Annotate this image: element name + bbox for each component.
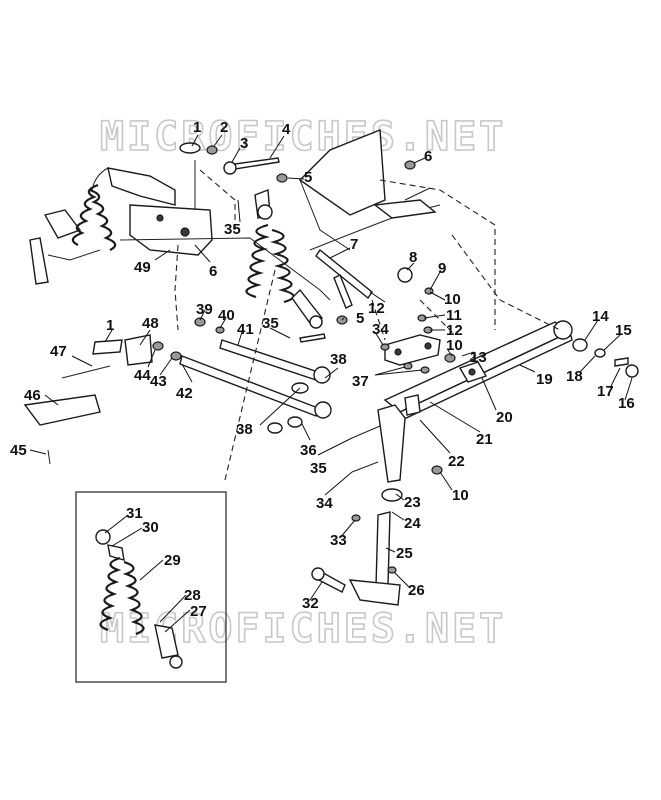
callout-10-lower: 10 bbox=[452, 487, 469, 504]
callout-42: 42 bbox=[176, 385, 193, 402]
callout-45: 45 bbox=[10, 442, 27, 459]
bracket-48 bbox=[124, 334, 153, 366]
callout-34-upper: 34 bbox=[372, 321, 389, 338]
callout-16: 16 bbox=[618, 395, 635, 412]
callout-30: 30 bbox=[142, 519, 159, 536]
callout-48: 48 bbox=[142, 315, 159, 332]
callout-39: 39 bbox=[196, 301, 213, 318]
callout-35-lower: 35 bbox=[310, 460, 327, 477]
spindle-assembly bbox=[311, 394, 421, 606]
callout-11: 11 bbox=[446, 307, 462, 324]
callout-9: 9 bbox=[438, 260, 446, 277]
callout-6: 6 bbox=[424, 148, 432, 165]
callout-49: 49 bbox=[134, 259, 151, 276]
callout-32: 32 bbox=[302, 595, 319, 612]
callout-1: 1 bbox=[193, 119, 201, 136]
callout-7: 7 bbox=[350, 236, 358, 253]
callout-37: 37 bbox=[352, 373, 369, 390]
callout-15: 15 bbox=[615, 322, 632, 339]
callout-21: 21 bbox=[476, 431, 493, 448]
callout-8: 8 bbox=[409, 249, 417, 266]
callout-2: 2 bbox=[220, 119, 228, 136]
guide-lines bbox=[174, 169, 561, 481]
callout-24: 24 bbox=[404, 515, 421, 532]
callout-14: 14 bbox=[592, 308, 609, 325]
skid-plate bbox=[23, 394, 101, 426]
callout-38-upper: 38 bbox=[330, 351, 347, 368]
callout-10-upper: 10 bbox=[444, 291, 461, 308]
callout-12-right: 12 bbox=[446, 322, 463, 339]
callout-5: 5 bbox=[304, 169, 312, 186]
callout-labels: 1 2 3 4 5 6 35 49 6 7 8 9 12 10 11 12 10… bbox=[10, 119, 635, 620]
callout-47: 47 bbox=[50, 343, 67, 360]
callout-3: 3 bbox=[240, 135, 248, 152]
callout-31: 31 bbox=[126, 505, 143, 522]
watermark-top: MICROFICHES.NET bbox=[100, 114, 506, 160]
left-shock-absorber bbox=[71, 183, 117, 251]
callout-10-mid: 10 bbox=[446, 337, 463, 354]
callout-25: 25 bbox=[396, 545, 413, 562]
callout-43: 43 bbox=[150, 373, 167, 390]
callout-17: 17 bbox=[597, 383, 614, 400]
callout-23: 23 bbox=[404, 494, 421, 511]
callout-28: 28 bbox=[184, 587, 201, 604]
callout-27: 27 bbox=[190, 603, 207, 620]
callout-44: 44 bbox=[134, 367, 151, 384]
callout-35-mid: 35 bbox=[262, 315, 279, 332]
callout-46: 46 bbox=[24, 387, 41, 404]
bulkhead-bracket bbox=[129, 204, 213, 256]
callout-36: 36 bbox=[300, 442, 317, 459]
callout-6-lower: 6 bbox=[209, 263, 217, 280]
callout-19: 19 bbox=[536, 371, 553, 388]
inset-shock-absorber bbox=[95, 529, 183, 669]
hardware bbox=[47, 142, 639, 574]
callout-5-mid: 5 bbox=[356, 310, 364, 327]
callout-38-lower: 38 bbox=[236, 421, 253, 438]
callout-26: 26 bbox=[408, 582, 425, 599]
radius-rods bbox=[179, 339, 332, 419]
callout-18: 18 bbox=[566, 368, 583, 385]
callout-35: 35 bbox=[224, 221, 241, 238]
center-shock-absorber bbox=[245, 189, 323, 329]
callout-12-left: 12 bbox=[368, 300, 385, 317]
inset-shock-detail-box bbox=[75, 491, 227, 683]
callout-33: 33 bbox=[330, 532, 347, 549]
callout-40: 40 bbox=[218, 307, 235, 324]
leader-lines bbox=[29, 134, 633, 633]
callout-22: 22 bbox=[448, 453, 465, 470]
chassis-frame bbox=[29, 128, 441, 329]
callout-41: 41 bbox=[237, 321, 254, 338]
callout-1-lower: 1 bbox=[106, 317, 114, 334]
callout-20: 20 bbox=[496, 409, 513, 426]
link-bracket bbox=[384, 334, 441, 366]
callout-29: 29 bbox=[164, 552, 181, 569]
callout-34-lower: 34 bbox=[316, 495, 333, 512]
callout-13: 13 bbox=[470, 349, 487, 366]
callout-4: 4 bbox=[282, 121, 291, 138]
